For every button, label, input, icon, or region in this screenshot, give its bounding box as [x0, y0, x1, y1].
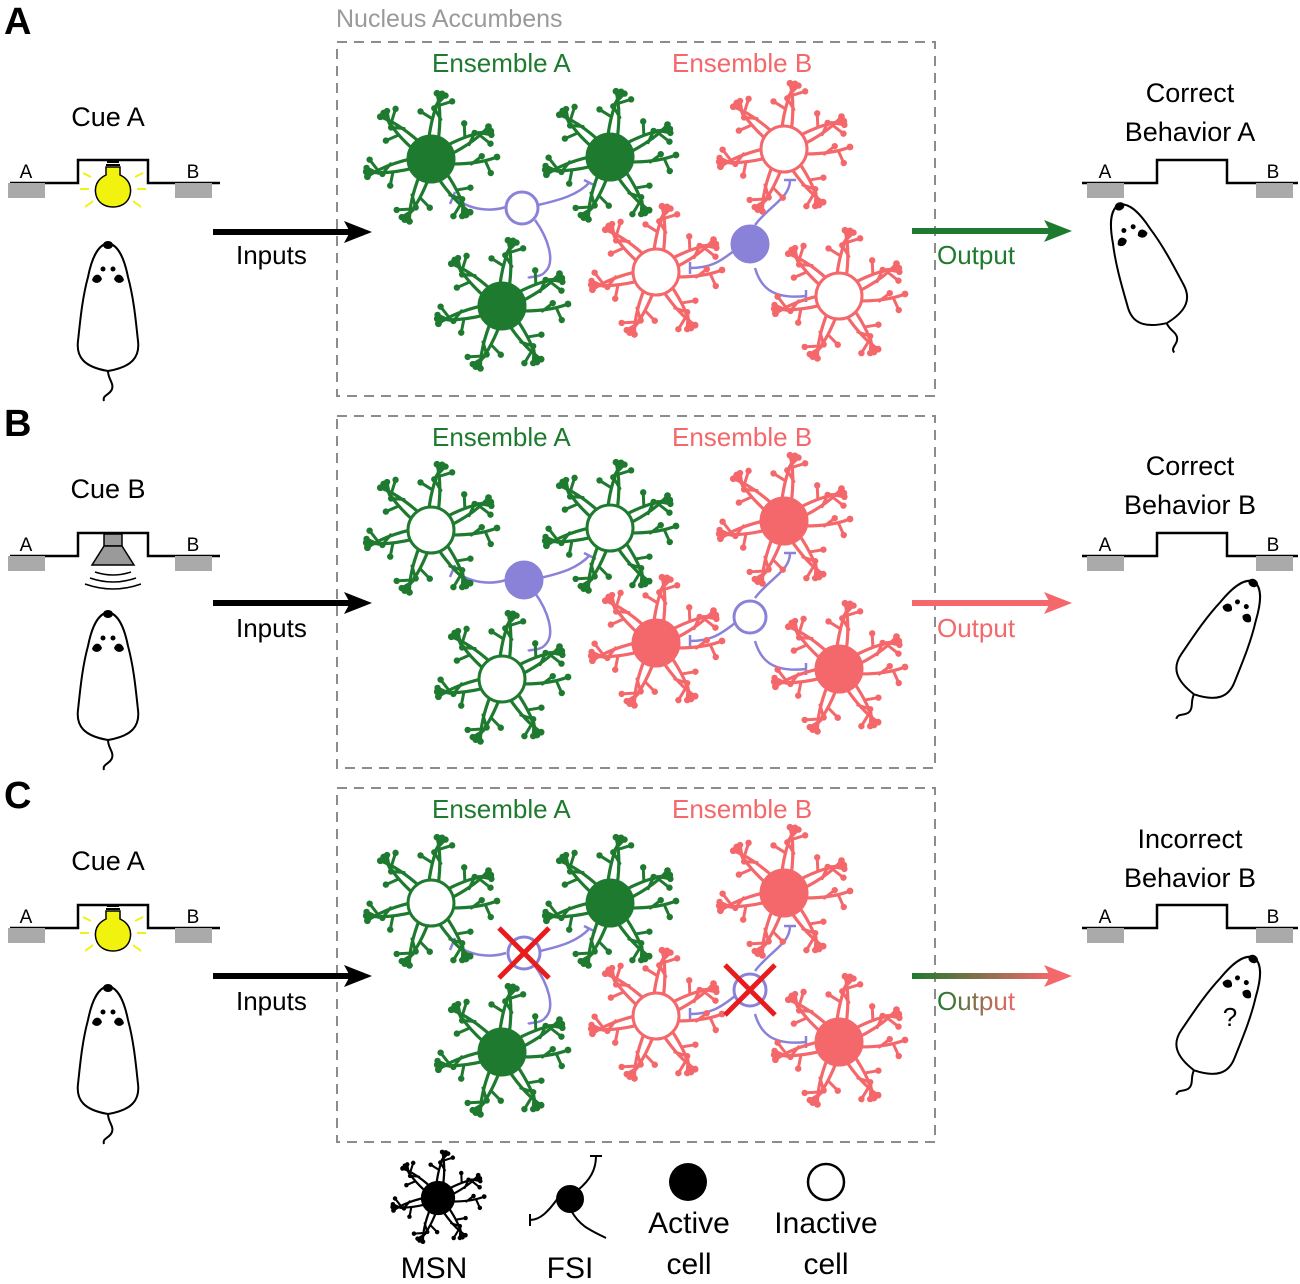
light-bulb-icon: [80, 161, 146, 208]
msn-a3-inactive: [433, 609, 572, 745]
mouse-icon-a: [76, 240, 140, 402]
legend-inactive-icon: [806, 1162, 846, 1202]
accumbens-box-a: [336, 41, 936, 397]
panel-letter-c: C: [4, 775, 31, 817]
output-label-a: Output: [937, 240, 1016, 270]
mouse-icon-behavior-a: [1088, 190, 1208, 364]
input-arrow-b: [213, 592, 372, 614]
msn-b1-active: [715, 823, 854, 959]
output-label-c: Output: [937, 986, 1016, 1016]
panel-letter-a: A: [4, 1, 31, 43]
pad-label-right-b: B: [187, 535, 200, 556]
platform-left-a: [8, 158, 220, 198]
pad-label-left-rb: A: [1099, 535, 1112, 556]
msn-a2-active: [541, 833, 680, 969]
region-label: Nucleus Accumbens: [336, 5, 563, 33]
ensemble-a-label-b: Ensemble A: [432, 422, 571, 452]
legend-msn-label: MSN: [401, 1252, 468, 1284]
mouse-icon-behavior-b: [1152, 564, 1283, 736]
legend-msn-neuron: [390, 1149, 487, 1245]
platform-left-b: [8, 531, 220, 571]
pad-label-right-rc: B: [1267, 907, 1280, 928]
output-arrow-a: [912, 220, 1072, 242]
behavior-line1-c: Incorrect: [1137, 824, 1243, 854]
inputs-label-a: Inputs: [236, 240, 307, 270]
cue-label-b: Cue B: [70, 474, 145, 504]
output-arrow-c: [912, 965, 1072, 987]
behavior-line2-a: Behavior A: [1125, 117, 1256, 147]
behavior-line2-c: Behavior B: [1124, 863, 1256, 893]
msn-a1-inactive: [362, 833, 501, 969]
legend-active-line2: cell: [666, 1248, 711, 1281]
legend-active-icon: [669, 1163, 707, 1201]
cue-label-c: Cue A: [71, 846, 145, 876]
cue-label-a: Cue A: [71, 102, 145, 132]
platform-right-b: [1082, 531, 1298, 571]
legend-inactive-line1: Inactive: [774, 1207, 877, 1240]
msn-b3-active: [770, 972, 909, 1108]
msn-b3-active: [770, 599, 909, 735]
panel-letter-b: B: [4, 403, 31, 445]
platform-right-a: [1082, 158, 1298, 198]
legend-fsi-icon: [529, 1155, 607, 1239]
ensemble-a-label-a: Ensemble A: [432, 48, 571, 78]
msn-a1-inactive: [362, 460, 501, 596]
legend-active-line1: Active: [648, 1207, 730, 1240]
pad-label-right-rb: B: [1267, 535, 1280, 556]
pad-label-left-rc: A: [1099, 907, 1112, 928]
pad-label-left-b: A: [20, 535, 33, 556]
msn-a3-active: [433, 236, 572, 372]
light-bulb-icon: [80, 905, 146, 952]
knockout-x-icon: [497, 926, 551, 980]
ensemble-a-label-c: Ensemble A: [432, 794, 571, 824]
ensemble-b-label-a: Ensemble B: [672, 48, 812, 78]
msn-b2-active: [587, 573, 726, 709]
legend-msn-icon: [390, 1149, 487, 1245]
msn-a1-active: [362, 89, 501, 225]
ensemble-b-label-b: Ensemble B: [672, 422, 812, 452]
legend-inactive-line2: cell: [803, 1248, 848, 1281]
accumbens-box-b: [336, 415, 936, 769]
pad-label-right-a: B: [187, 162, 200, 183]
msn-b2-inactive: [587, 946, 726, 1082]
inputs-label-c: Inputs: [236, 986, 307, 1016]
behavior-line1-a: Correct: [1146, 78, 1235, 108]
msn-a3-active: [433, 982, 572, 1118]
legend-fsi-label: FSI: [547, 1252, 594, 1284]
pad-label-left-c: A: [20, 907, 33, 928]
mouse-icon-c: [76, 983, 140, 1145]
input-arrow-c: [213, 965, 372, 987]
pad-label-left-a: A: [20, 162, 33, 183]
msn-b3-inactive: [770, 226, 909, 362]
speaker-icon: [84, 533, 142, 590]
ensemble-b-label-c: Ensemble B: [672, 794, 812, 824]
neuron-layer: [362, 79, 909, 1118]
pad-label-right-c: B: [187, 907, 200, 928]
msn-a2-inactive: [541, 458, 680, 594]
fsi-a-active: [504, 560, 544, 600]
accumbens-box-c: [336, 787, 936, 1143]
knockout-x-icon: [723, 963, 777, 1017]
output-label-b: Output: [937, 613, 1016, 643]
fsi-b-inactive: [732, 599, 768, 635]
inputs-label-b: Inputs: [236, 613, 307, 643]
confusion-mark: ?: [1223, 1002, 1237, 1032]
fsi-a-inactive: [504, 190, 540, 226]
msn-b2-inactive: [587, 202, 726, 338]
mouse-icon-behavior-c: [1152, 940, 1283, 1112]
msn-a2-active: [541, 87, 680, 223]
input-arrow-a: [213, 221, 372, 243]
behavior-line1-b: Correct: [1146, 451, 1235, 481]
fsi-connections-c: [448, 924, 808, 1048]
fsi-b-active: [730, 224, 770, 264]
platform-right-c: [1082, 903, 1298, 943]
msn-b1-inactive: [715, 79, 854, 215]
output-arrow-b: [912, 592, 1072, 614]
pad-label-left-ra: A: [1099, 162, 1112, 183]
behavior-line2-b: Behavior B: [1124, 490, 1256, 520]
mouse-icon-b: [76, 609, 140, 771]
msn-b1-active: [715, 451, 854, 587]
pad-label-right-ra: B: [1267, 162, 1280, 183]
